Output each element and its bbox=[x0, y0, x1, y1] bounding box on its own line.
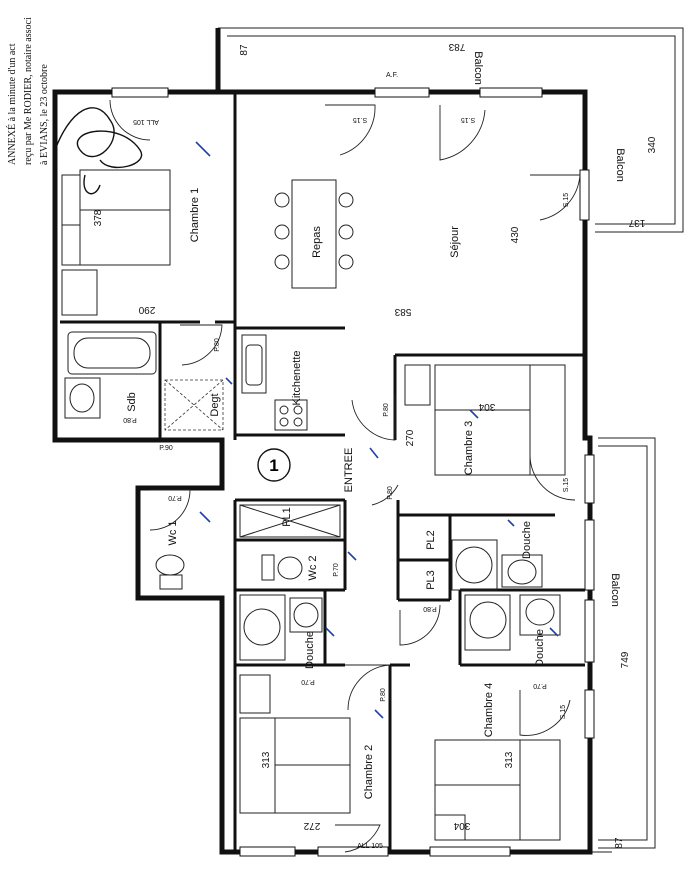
note-s15-b: S.15 bbox=[461, 116, 476, 123]
dim-378: 378 bbox=[93, 209, 104, 226]
note-p80-e: P.80 bbox=[423, 605, 437, 612]
label-entree: ENTREE bbox=[343, 448, 355, 493]
dim-430: 430 bbox=[510, 226, 521, 243]
check-marks bbox=[195, 141, 559, 719]
note-p70-a: P.70 bbox=[168, 494, 182, 501]
interior-walls bbox=[60, 92, 585, 852]
label-balcon-top: Balcon bbox=[472, 51, 484, 85]
note-p80-a: P.80 bbox=[214, 338, 221, 352]
label-wc-1: Wc 1 bbox=[167, 520, 179, 545]
dim-272: 272 bbox=[303, 820, 320, 831]
room-labels: Chambre 1 Repas Séjour Kitchenette Sdb D… bbox=[126, 51, 626, 799]
note-s15-a: S.15 bbox=[353, 116, 368, 123]
dim-313-a: 313 bbox=[261, 751, 272, 768]
note-p70-d: P.70 bbox=[533, 682, 547, 689]
note-s15-e: S.15 bbox=[560, 705, 567, 720]
note-p90: P.90 bbox=[159, 445, 173, 452]
degt-hatch bbox=[164, 379, 224, 431]
note-p70-b: P.70 bbox=[333, 563, 340, 577]
note-all105-b: ALL 105 bbox=[357, 843, 383, 850]
entry-circle bbox=[257, 448, 291, 482]
windows-top bbox=[111, 87, 543, 98]
dim-87-bottom: 87 bbox=[614, 837, 625, 849]
door-swings bbox=[109, 99, 581, 853]
notary-annotation: ANNEXÉ à la minute d'un act reçu par Me … bbox=[6, 17, 143, 195]
label-douche-b: Douche bbox=[521, 521, 533, 559]
door-notes: A.F. S.15 S.15 S.15 S.15 S.15 ALL 105 AL… bbox=[123, 72, 570, 850]
annotation-line-2: reçu par Me RODIER, notaire associ bbox=[23, 17, 34, 165]
dim-749: 749 bbox=[620, 651, 631, 668]
label-balcon-right: Balcon bbox=[614, 148, 626, 182]
windows-right bbox=[579, 169, 595, 739]
note-p80-b: P.80 bbox=[123, 416, 137, 423]
annotation-line-1: ANNEXÉ à la minute d'un act bbox=[6, 43, 18, 165]
furniture bbox=[61, 169, 566, 841]
note-s15-d: S.15 bbox=[563, 478, 570, 493]
label-balcon-lower: Balcon bbox=[609, 573, 621, 607]
label-wc-2: Wc 2 bbox=[307, 555, 319, 580]
label-chambre-3: Chambre 3 bbox=[463, 421, 475, 475]
balcony-outlines bbox=[218, 27, 684, 853]
dim-783: 783 bbox=[448, 41, 465, 52]
label-chambre-2: Chambre 2 bbox=[363, 745, 375, 799]
dim-290: 290 bbox=[138, 304, 155, 315]
label-sdb: Sdb bbox=[126, 392, 138, 412]
note-p80-f: P.80 bbox=[380, 688, 387, 702]
dim-583: 583 bbox=[394, 306, 411, 317]
note-s15-c: S.15 bbox=[563, 193, 570, 208]
label-degt: Degt bbox=[209, 393, 221, 416]
windows-bottom bbox=[239, 846, 511, 857]
label-chambre-1: Chambre 1 bbox=[189, 188, 201, 242]
signature-scribble bbox=[54, 107, 143, 195]
label-douche-c: Douche bbox=[534, 629, 546, 667]
label-pl3: PL3 bbox=[425, 570, 437, 590]
label-chambre-4: Chambre 4 bbox=[483, 683, 495, 737]
annotation-line-3: à EVIANS, le 23 octobre bbox=[39, 64, 50, 165]
dim-137: 137 bbox=[628, 217, 645, 228]
label-pl1: PL1 bbox=[281, 507, 293, 527]
label-kitchenette: Kitchenette bbox=[291, 350, 303, 405]
note-af: A.F. bbox=[386, 72, 398, 79]
label-pl2: PL2 bbox=[425, 530, 437, 550]
note-p80-c: P.80 bbox=[383, 403, 390, 417]
entry-number: 1 bbox=[269, 456, 278, 475]
dim-304-a: 304 bbox=[478, 401, 495, 412]
exterior-walls bbox=[52, 28, 593, 855]
dimension-labels: 783 87 340 137 378 290 583 430 304 270 7… bbox=[93, 41, 658, 849]
label-douche-a: Douche bbox=[304, 631, 316, 669]
note-p80-d: P.80 bbox=[387, 486, 394, 500]
dim-270: 270 bbox=[405, 429, 416, 446]
dim-313-b: 313 bbox=[504, 751, 515, 768]
note-p70-c: P.70 bbox=[301, 678, 315, 685]
dim-87-top: 87 bbox=[239, 44, 250, 56]
label-sejour: Séjour bbox=[449, 226, 461, 258]
label-repas: Repas bbox=[311, 226, 323, 258]
note-all105-a: ALL 105 bbox=[133, 118, 159, 125]
dim-304-b: 304 bbox=[453, 820, 470, 831]
dim-340: 340 bbox=[647, 136, 658, 153]
